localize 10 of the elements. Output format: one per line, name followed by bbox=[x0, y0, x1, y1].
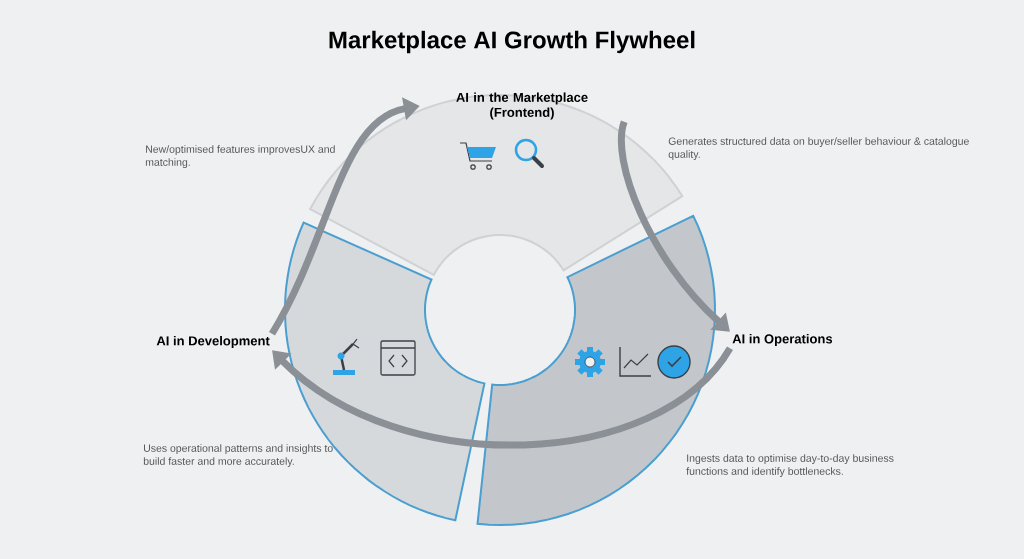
title: Marketplace AI Growth Flywheel bbox=[329, 30, 695, 54]
section-heading: AI in the Marketplace (Frontend) bbox=[456, 92, 588, 120]
description-text: New/optimised features improvesUX and matching. bbox=[145, 145, 335, 168]
curved-arrow bbox=[618, 121, 730, 332]
description-text: Generates structured data on buyer/seller behaviour & catalogue quality. bbox=[668, 137, 969, 160]
description-text: Uses operational patterns and insights to build faster and more accurately. bbox=[143, 444, 333, 467]
section-heading: AI in Development bbox=[156, 335, 270, 349]
curved-arrow bbox=[272, 346, 733, 449]
section-heading: AI in Operations bbox=[732, 333, 833, 347]
description-text: Ingests data to optimise day-to-day business functions and identify bottlenecks. bbox=[686, 454, 894, 477]
